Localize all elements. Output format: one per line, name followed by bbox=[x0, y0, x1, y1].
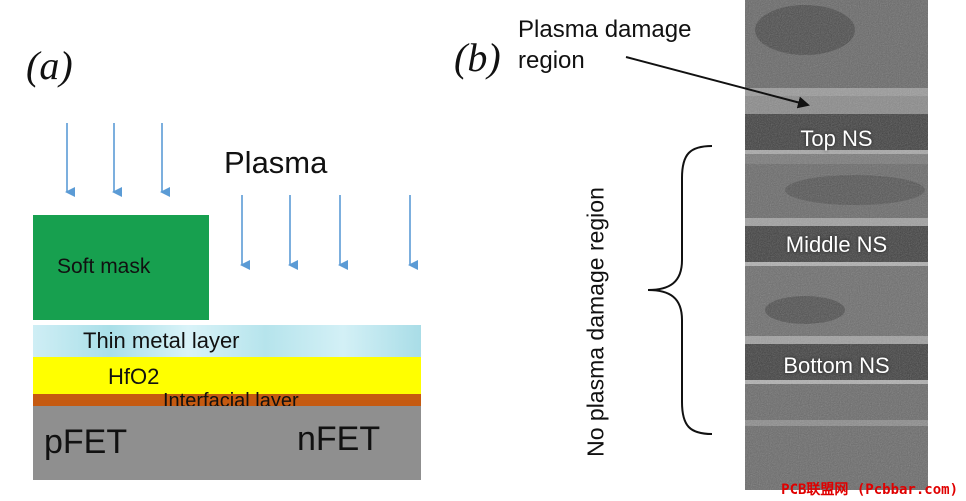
bottom-ns-label: Bottom NS bbox=[783, 353, 890, 378]
substrate-block bbox=[33, 406, 421, 480]
thin-metal-layer bbox=[33, 325, 421, 357]
tem-micrograph: Top NS Middle NS Bottom NS bbox=[745, 0, 928, 490]
damage-label-line1: Plasma damage bbox=[518, 16, 692, 43]
plasma-label: Plasma bbox=[224, 145, 328, 180]
soft-mask-label: Soft mask bbox=[57, 255, 151, 278]
no-damage-label: No plasma damage region bbox=[582, 187, 609, 457]
plasma-arrows bbox=[65, 123, 418, 270]
hfo2-layer bbox=[33, 357, 421, 394]
panel-b-label: (b) bbox=[454, 35, 501, 80]
damage-label-line2: region bbox=[518, 47, 585, 74]
damage-pointer-arrow bbox=[625, 56, 810, 109]
top-ns-label: Top NS bbox=[800, 126, 873, 151]
hfo2-label: HfO2 bbox=[108, 364, 160, 389]
thin-metal-label: Thin metal layer bbox=[83, 328, 240, 353]
panel-a-label: (a) bbox=[26, 43, 73, 88]
interfacial-layer bbox=[33, 394, 421, 406]
nfet-label: nFET bbox=[297, 420, 381, 458]
soft-mask-block bbox=[33, 215, 209, 320]
curly-brace bbox=[647, 145, 713, 435]
pfet-label: pFET bbox=[44, 423, 128, 461]
tem-bands bbox=[745, 0, 928, 490]
middle-ns-label: Middle NS bbox=[785, 232, 888, 257]
watermark: PCB联盟网 (Pcbbar.com) bbox=[781, 482, 958, 498]
